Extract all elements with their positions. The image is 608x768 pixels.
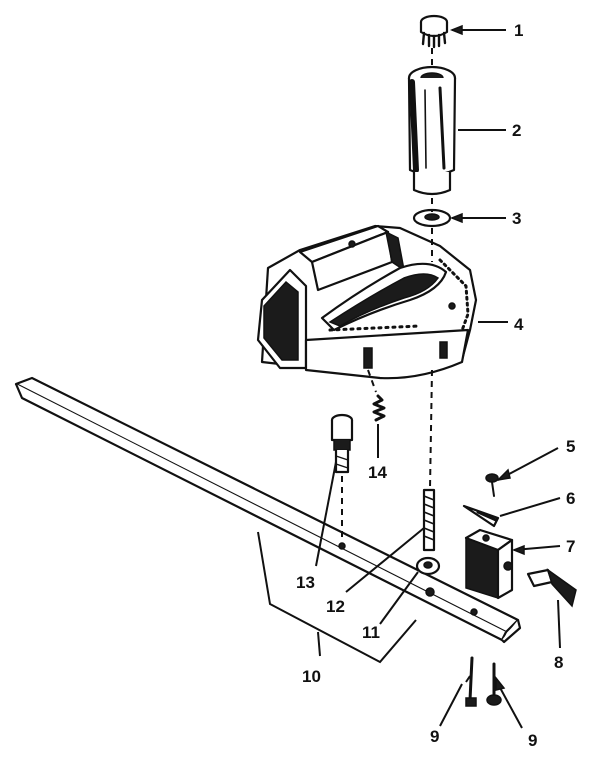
assembly-line-stud: [429, 369, 433, 489]
callout-7: 7: [566, 537, 575, 556]
callout-4: 4: [514, 315, 524, 334]
callout-12: 12: [326, 597, 345, 616]
callout-9-left: 9: [430, 727, 439, 746]
part-spring: [372, 394, 386, 422]
leader-lines: [257, 24, 561, 729]
part-handle: [407, 65, 457, 196]
part-miter-bar: [14, 376, 522, 644]
part-stop-block: [464, 528, 514, 600]
callout-14: 14: [368, 463, 387, 482]
part-screw-right: [486, 662, 502, 706]
part-cap: [419, 14, 449, 49]
part-lock-pin: [526, 568, 577, 608]
callout-10: 10: [302, 667, 321, 686]
part-indicator: [462, 504, 500, 528]
callout-13: 13: [296, 573, 315, 592]
part-bar-washer: [415, 556, 441, 576]
part-stop-pin: [330, 413, 354, 474]
part-stud: [422, 488, 436, 552]
part-miter-body: [256, 224, 478, 380]
part-screw-small: [485, 473, 499, 497]
part-washer: [412, 208, 452, 228]
callout-11: 11: [362, 623, 380, 642]
callout-5: 5: [566, 437, 575, 456]
callout-1: 1: [514, 21, 523, 40]
callout-3: 3: [512, 209, 521, 228]
assembly-line-spring: [367, 369, 377, 393]
callout-6: 6: [566, 489, 575, 508]
callout-8: 8: [554, 653, 563, 672]
callout-2: 2: [512, 121, 521, 140]
callout-9-right: 9: [528, 731, 537, 750]
part-screw-left: [465, 656, 477, 707]
